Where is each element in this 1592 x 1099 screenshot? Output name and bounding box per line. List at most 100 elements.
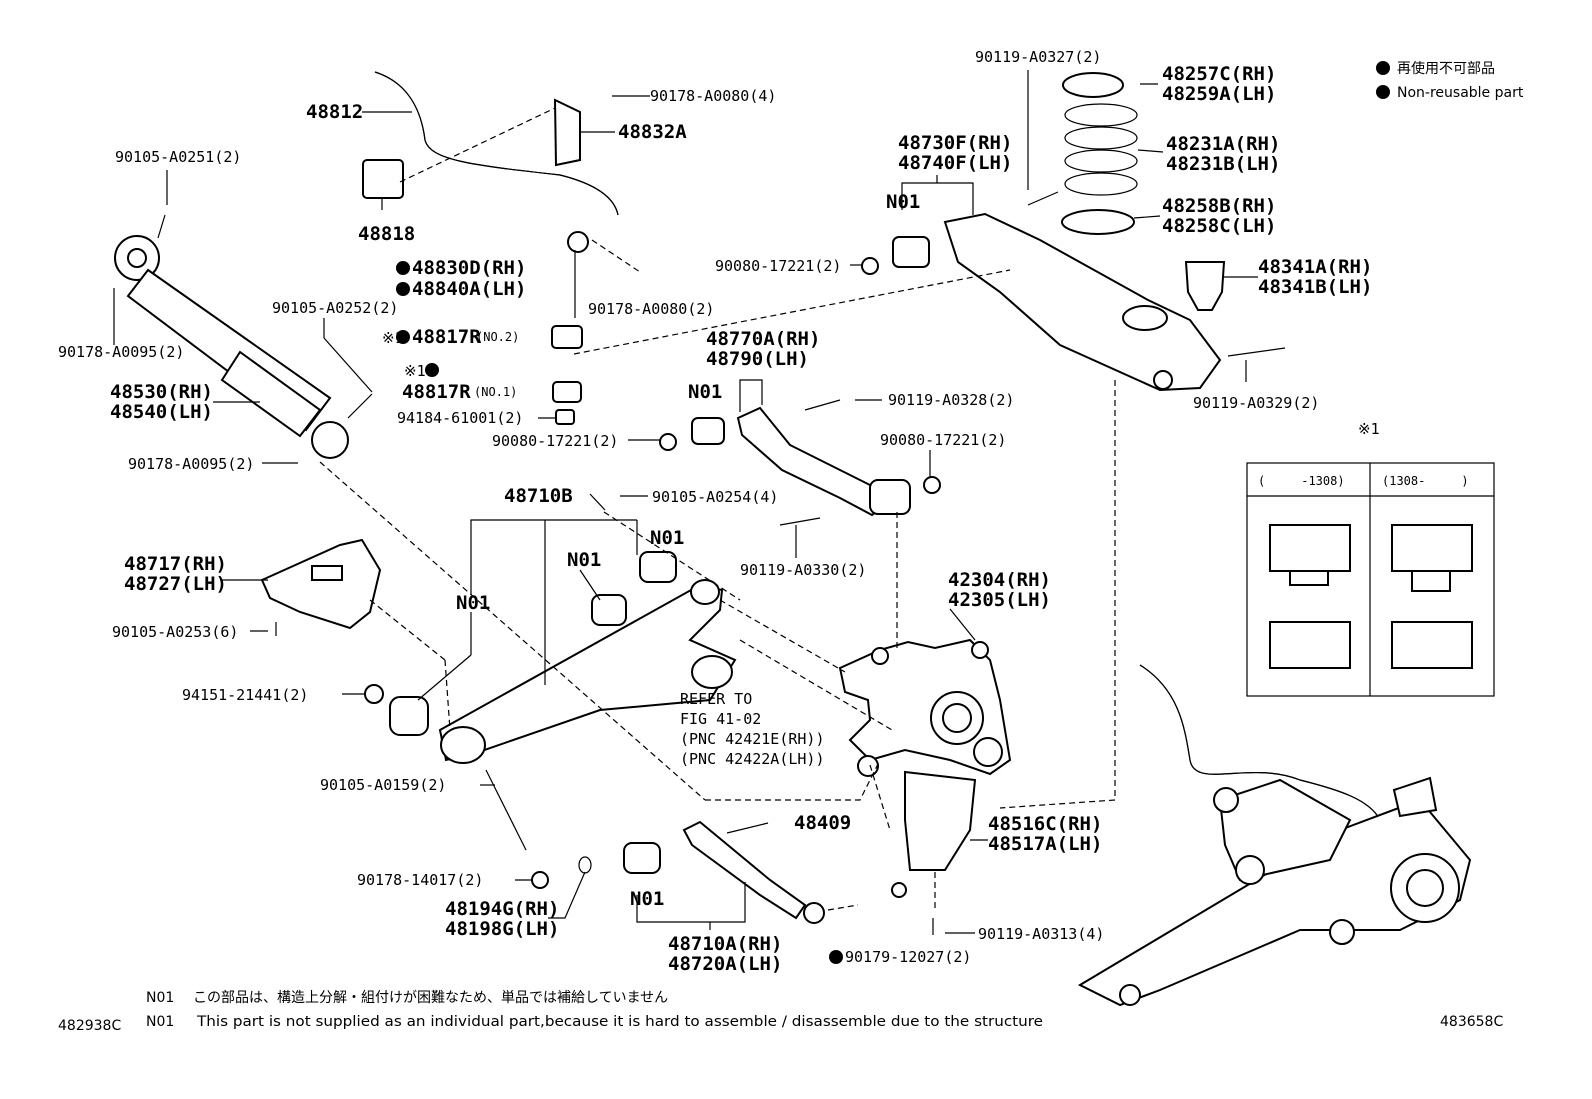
label-48341b: 48341B(LH) [1258,276,1372,298]
leader-lines [113,70,1258,934]
label-no1: (NO.1) [474,385,517,399]
label-90119-a0327: 90119-A0327(2) [975,48,1101,66]
label-48832a: 48832A [618,121,687,143]
legend-jp: 再使用不可部品 [1397,60,1495,77]
label-48516c: 48516C(RH) [988,813,1102,835]
non-reusable-bullet-icon [425,363,439,377]
nut-94184-drawing [555,409,575,425]
label-48817r-no1: 48817R [402,381,471,403]
knuckle-drawing [838,638,1012,777]
label-90105-a0252: 90105-A0252(2) [272,299,398,317]
non-reusable-bullet-icon [396,261,410,275]
label-48231b: 48231B(LH) [1166,153,1280,175]
legend-bullet-icon [1376,61,1390,75]
label-48341a: 48341A(RH) [1258,256,1372,278]
label-48530: 48530(RH) [110,381,213,403]
label-90080-17221-c: 90080-17221(2) [880,431,1006,449]
label-48730f: 48730F(RH) [898,132,1012,154]
label-90178-a0095-a: 90178-A0095(2) [58,343,184,361]
label-90178-a0080-a: 90178-A0080(4) [650,87,776,105]
label-90178-a0095-b: 90178-A0095(2) [128,455,254,473]
footer-left-id: 482938C [58,1018,121,1034]
label-n01-a: N01 [650,527,684,549]
label-48812: 48812 [306,101,363,123]
footer-code-jp: N01 [146,990,174,1006]
label-90080-17221-b: 90080-17221(2) [492,432,618,450]
label-90119-a0328: 90119-A0328(2) [888,391,1014,409]
label-90080-17221-a: 90080-17221(2) [715,257,841,275]
label-90105-a0251: 90105-A0251(2) [115,148,241,166]
label-48258b: 48258B(RH) [1162,195,1276,217]
label-42304: 42304(RH) [948,569,1051,591]
label-48257c: 48257C(RH) [1162,63,1276,85]
non-reusable-bullet-icon [396,282,410,296]
label-inset-col2: (1308- ) [1382,474,1469,488]
stabilizer-bracket-drawing [553,98,581,167]
label-refer-pnc-lh: (PNC 42422A(LH)) [680,750,825,768]
footer: N01 この部品は、構造上分解・組付けが困難なため、単品では補給していません 4… [58,990,1503,1034]
label-90178-a0080-b: 90178-A0080(2) [588,300,714,318]
toe-control-rod-drawing [531,820,907,924]
label-ref1-b: ※1 [404,362,426,380]
label-48198g: 48198G(LH) [445,918,559,940]
label-n01-b: N01 [567,549,601,571]
link-bushing-no2-drawing [551,325,583,349]
label-48770a: 48770A(RH) [706,328,820,350]
footer-note-jp: この部品は、構造上分解・組付けが困難なため、単品では補給していません [193,990,668,1006]
non-reusable-bullet-icon [829,950,843,964]
link-bushing-no1-drawing [552,381,582,403]
label-inset-col1: ( -1308) [1258,474,1345,488]
label-48717: 48717(RH) [124,553,227,575]
label-48540: 48540(LH) [110,401,213,423]
knuckle-bracket-drawing [904,770,977,871]
shock-absorber-drawing [114,235,349,459]
label-48710a: 48710A(RH) [668,933,782,955]
label-48830d: 48830D(RH) [412,257,526,279]
upper-control-arm-drawing [943,212,1222,392]
label-48259a: 48259A(LH) [1162,83,1276,105]
label-90105-a0159: 90105-A0159(2) [320,776,446,794]
assembly-dashed-lines [319,107,1116,912]
label-90119-a0329: 90119-A0329(2) [1193,394,1319,412]
coil-spring-drawing [1061,72,1138,235]
label-48727: 48727(LH) [124,573,227,595]
label-48817r-no2: 48817R [412,326,481,348]
label-48231a: 48231A(RH) [1166,133,1280,155]
upper-arm-bushing-drawing [892,236,930,268]
label-48740f: 48740F(LH) [898,152,1012,174]
label-n01-c: N01 [456,592,490,614]
label-48840a: 48840A(LH) [412,278,526,300]
stabilizer-bushing-drawing [362,159,404,199]
bolt-drawings [157,191,1286,935]
label-refer-to: REFER TO [680,690,752,708]
label-90119-a0313: 90119-A0313(4) [978,925,1104,943]
label-94184-61001: 94184-61001(2) [397,409,523,427]
bushing-variant-inset [1246,462,1495,697]
legend: 再使用不可部品 Non-reusable part [1376,60,1524,101]
label-48517a: 48517A(LH) [988,833,1102,855]
label-48409: 48409 [794,812,851,834]
label-refer-pnc-rh: (PNC 42421E(RH)) [680,730,825,748]
label-n01-upper-arm: N01 [886,191,920,213]
legend-bullet-icon [1376,85,1390,99]
label-42305: 42305(LH) [948,589,1051,611]
label-90105-a0253: 90105-A0253(6) [112,623,238,641]
label-n01-toe-rod: N01 [630,888,664,910]
assembly-view-drawing [1077,664,1472,1007]
arm-bracket-drawing [260,538,382,630]
stabilizer-bar-drawing [374,71,619,216]
non-reusable-bullet-icon [396,330,410,344]
label-48818: 48818 [358,223,415,245]
label-94151-21441: 94151-21441(2) [182,686,308,704]
label-48710b: 48710B [504,485,573,507]
label-90179-12027: 90179-12027(2) [845,948,971,966]
label-refer-fig: FIG 41-02 [680,710,761,728]
label-90119-a0330: 90119-A0330(2) [740,561,866,579]
label-48790: 48790(LH) [706,348,809,370]
footer-right-id: 483658C [1440,1014,1503,1030]
footer-note-en: This part is not supplied as an individu… [196,1014,1043,1030]
label-n01-lateral-arm: N01 [688,381,722,403]
stabilizer-link-drawing [567,231,589,318]
label-48194g: 48194G(RH) [445,898,559,920]
